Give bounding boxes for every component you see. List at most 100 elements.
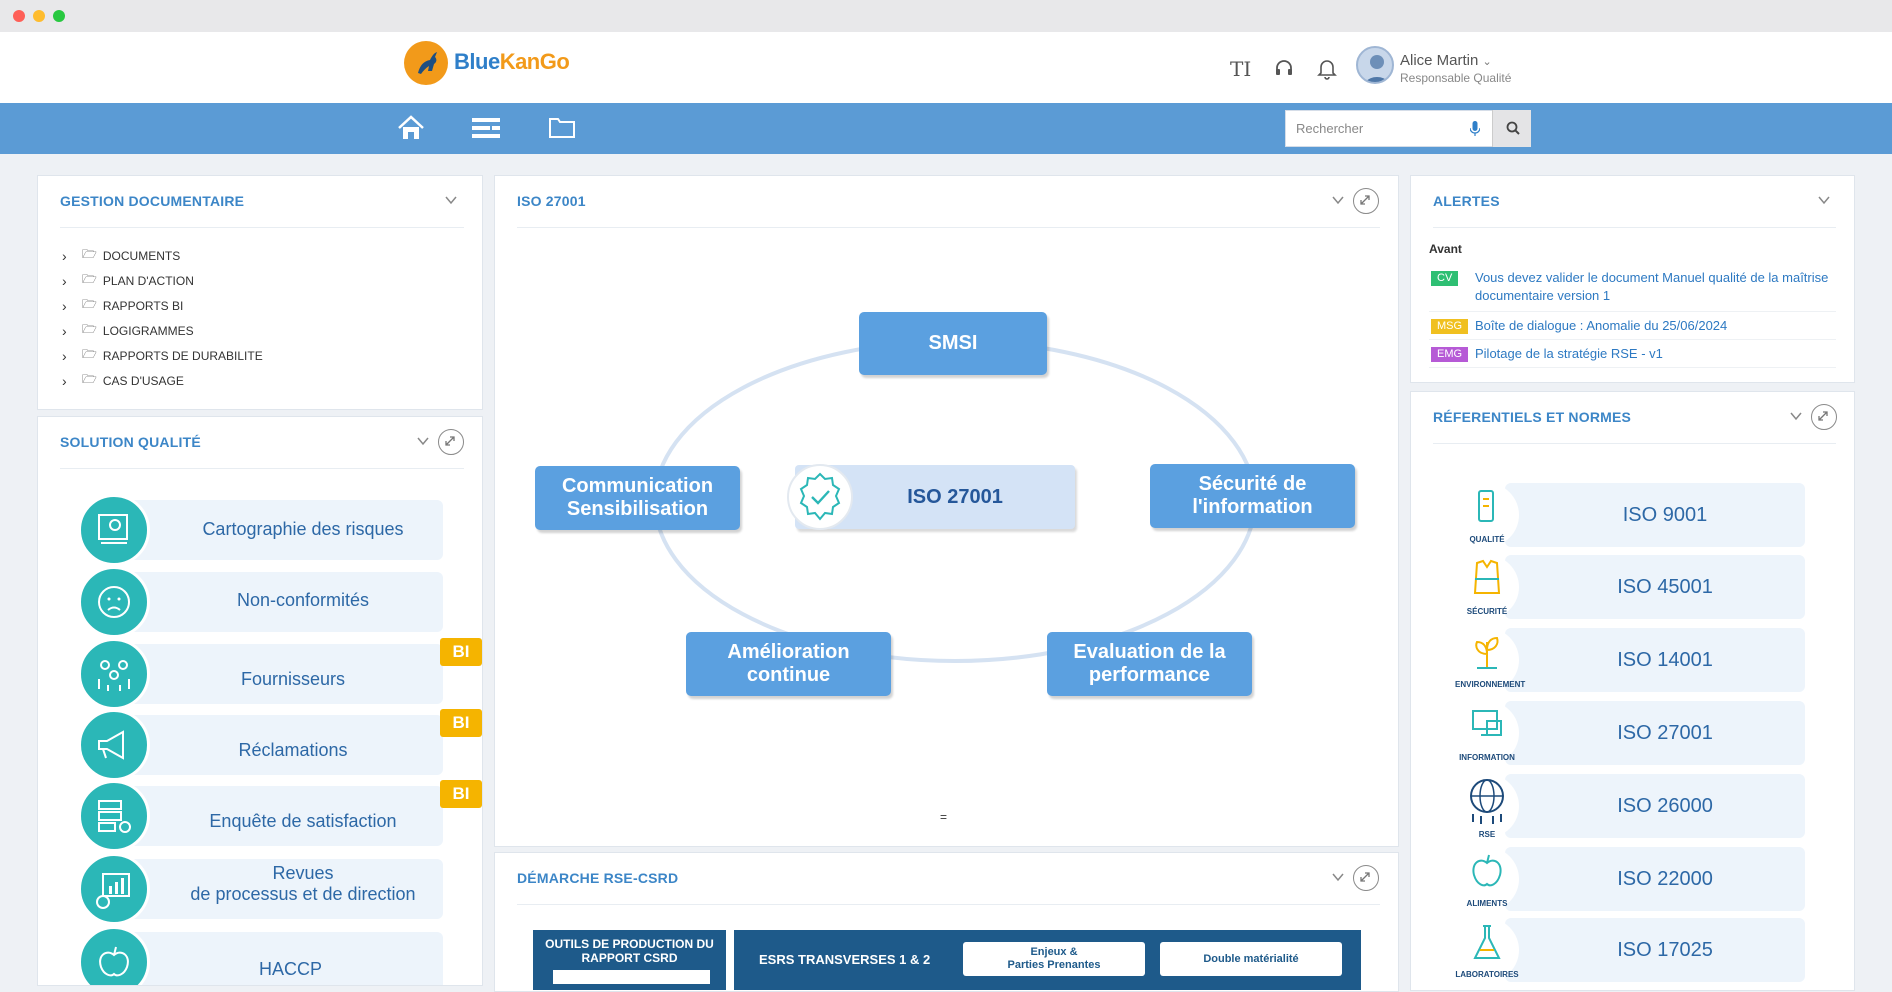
norme-label: ISO 14001 bbox=[1617, 649, 1713, 671]
search-placeholder: Rechercher bbox=[1296, 121, 1364, 136]
tree-item-documents[interactable]: › 🗁 DOCUMENTS bbox=[62, 245, 180, 266]
outils-line-2: RAPPORT CSRD bbox=[581, 951, 678, 965]
kangaroo-logo-icon[interactable] bbox=[404, 41, 448, 85]
minimize-window-button[interactable] bbox=[33, 10, 45, 22]
solution-item-enquete[interactable]: Enquête de satisfaction BI bbox=[78, 780, 482, 852]
folder-icon[interactable] bbox=[548, 115, 576, 143]
chevron-right-icon[interactable]: › bbox=[62, 297, 67, 314]
tree-item-plan-action[interactable]: ›🗁PLAN D'ACTION bbox=[62, 270, 194, 291]
double-materialite-button[interactable]: Double matérialité bbox=[1160, 942, 1342, 976]
label-line-1: Revues bbox=[272, 863, 334, 883]
microphone-icon[interactable] bbox=[1469, 121, 1481, 142]
text-size-icon[interactable]: TI bbox=[1230, 57, 1252, 81]
norme-iso-14001[interactable]: ENVIRONNEMENT ISO 14001 bbox=[1455, 628, 1815, 692]
alert-subheading: Avant bbox=[1429, 242, 1462, 256]
maximize-window-button[interactable] bbox=[53, 10, 65, 22]
user-menu[interactable]: Alice Martin ⌄ bbox=[1400, 52, 1492, 69]
divider bbox=[517, 227, 1380, 228]
panel-title: DÉMARCHE RSE-CSRD bbox=[517, 870, 679, 886]
avatar[interactable] bbox=[1356, 46, 1394, 84]
expand-button[interactable] bbox=[1811, 404, 1837, 430]
norme-caption: ENVIRONNEMENT bbox=[1455, 680, 1526, 689]
headset-icon[interactable] bbox=[1274, 58, 1294, 84]
main-navbar bbox=[0, 103, 1892, 154]
search-icon bbox=[1506, 121, 1520, 140]
bell-icon[interactable] bbox=[1317, 58, 1337, 86]
solution-item-reclamations[interactable]: Réclamations BI bbox=[78, 709, 482, 781]
alert-item[interactable]: MSG Boîte de dialogue : Anomalie du 25/0… bbox=[1431, 317, 1841, 337]
chevron-down-icon[interactable] bbox=[1818, 194, 1830, 206]
tree-item-cas-usage[interactable]: ›🗁CAS D'USAGE bbox=[62, 370, 184, 391]
alert-item[interactable]: CV Vous devez valider le document Manuel… bbox=[1431, 269, 1841, 309]
search-input[interactable]: Rechercher bbox=[1285, 110, 1531, 147]
chevron-down-icon[interactable] bbox=[1790, 410, 1802, 422]
chevron-down-icon[interactable] bbox=[1332, 871, 1344, 883]
home-icon[interactable] bbox=[397, 115, 425, 143]
search-button[interactable] bbox=[1492, 110, 1531, 147]
chevron-right-icon[interactable]: › bbox=[62, 322, 67, 339]
solution-item-haccp[interactable]: HACCP bbox=[78, 926, 443, 985]
bi-badge[interactable]: BI bbox=[440, 780, 482, 808]
chevron-right-icon[interactable]: › bbox=[62, 347, 67, 364]
flask-icon bbox=[1455, 918, 1519, 982]
norme-iso-17025[interactable]: LABORATOIRES ISO 17025 bbox=[1455, 918, 1815, 982]
solution-item-fournisseurs[interactable]: Fournisseurs BI bbox=[78, 638, 482, 710]
alertes-panel: ALERTES Avant CV Vous devez valider le d… bbox=[1410, 175, 1855, 383]
norme-caption: RSE bbox=[1478, 830, 1496, 839]
chevron-down-icon[interactable] bbox=[417, 435, 429, 447]
expand-icon bbox=[1360, 195, 1370, 205]
close-window-button[interactable] bbox=[13, 10, 25, 22]
expand-button[interactable] bbox=[1353, 865, 1379, 891]
monitor-icon bbox=[1455, 701, 1519, 765]
brand-name[interactable]: BlueKanGo bbox=[454, 49, 570, 75]
panel-title: SOLUTION QUALITÉ bbox=[60, 434, 201, 450]
folder-icon: 🗁 bbox=[82, 347, 97, 361]
solution-item-label: Non-conformités bbox=[236, 590, 370, 610]
tree-item-label: RAPPORTS BI bbox=[102, 298, 184, 313]
megaphone-icon bbox=[78, 709, 150, 781]
chevron-right-icon[interactable]: › bbox=[62, 272, 67, 289]
list-menu-icon[interactable] bbox=[472, 116, 500, 144]
chevron-right-icon[interactable]: › bbox=[62, 247, 67, 264]
divider bbox=[1433, 227, 1836, 228]
apple-icon bbox=[78, 926, 150, 985]
panel-title: ALERTES bbox=[1433, 193, 1500, 209]
alert-item[interactable]: EMG Pilotage de la stratégie RSE - v1 bbox=[1431, 345, 1841, 365]
tree-item-label: DOCUMENTS bbox=[102, 248, 181, 263]
chevron-down-icon[interactable] bbox=[1332, 194, 1344, 206]
esrs-label: ESRS TRANSVERSES 1 & 2 bbox=[759, 952, 931, 967]
risk-map-icon bbox=[78, 494, 150, 566]
norme-caption: INFORMATION bbox=[1459, 753, 1515, 762]
chevron-right-icon[interactable]: › bbox=[62, 372, 67, 389]
expand-button[interactable] bbox=[438, 429, 464, 455]
tree-item-logigrammes[interactable]: ›🗁LOGIGRAMMES bbox=[62, 320, 194, 341]
norme-iso-26000[interactable]: RSE ISO 26000 bbox=[1455, 774, 1815, 839]
solution-item-cartographie[interactable]: Cartographie des risques bbox=[78, 494, 443, 566]
bi-badge[interactable]: BI bbox=[440, 709, 482, 737]
bi-badge[interactable]: BI bbox=[440, 638, 482, 666]
people-group-icon bbox=[78, 638, 150, 710]
esrs-block[interactable]: ESRS TRANSVERSES 1 & 2 Enjeux &Parties P… bbox=[734, 930, 1361, 990]
tree-item-rapports-bi[interactable]: ›🗁RAPPORTS BI bbox=[62, 295, 183, 316]
chart-board-icon bbox=[78, 853, 150, 925]
norme-iso-22000[interactable]: ALIMENTS ISO 22000 bbox=[1455, 847, 1815, 911]
enjeux-button[interactable]: Enjeux &Parties Prenantes bbox=[963, 942, 1145, 976]
norme-iso-27001[interactable]: INFORMATION ISO 27001 bbox=[1455, 701, 1815, 765]
tree-item-rapports-durabilite[interactable]: ›🗁RAPPORTS DE DURABILITE bbox=[62, 345, 263, 366]
norme-iso-45001[interactable]: SÉCURITÉ ISO 45001 bbox=[1455, 555, 1815, 619]
solution-item-non-conformites[interactable]: Non-conformités bbox=[78, 566, 443, 638]
expand-button[interactable] bbox=[1353, 188, 1379, 214]
smsi-box[interactable]: SMSI bbox=[859, 312, 1047, 375]
globe-people-icon bbox=[1455, 774, 1519, 838]
chevron-down-icon[interactable] bbox=[445, 194, 457, 206]
folder-icon: 🗁 bbox=[82, 247, 97, 261]
solution-qualite-panel: SOLUTION QUALITÉ Cartographie des risque… bbox=[37, 416, 483, 986]
norme-iso-9001[interactable]: QUALITÉ ISO 9001 bbox=[1455, 483, 1815, 547]
tree-item-label: CAS D'USAGE bbox=[102, 373, 184, 388]
